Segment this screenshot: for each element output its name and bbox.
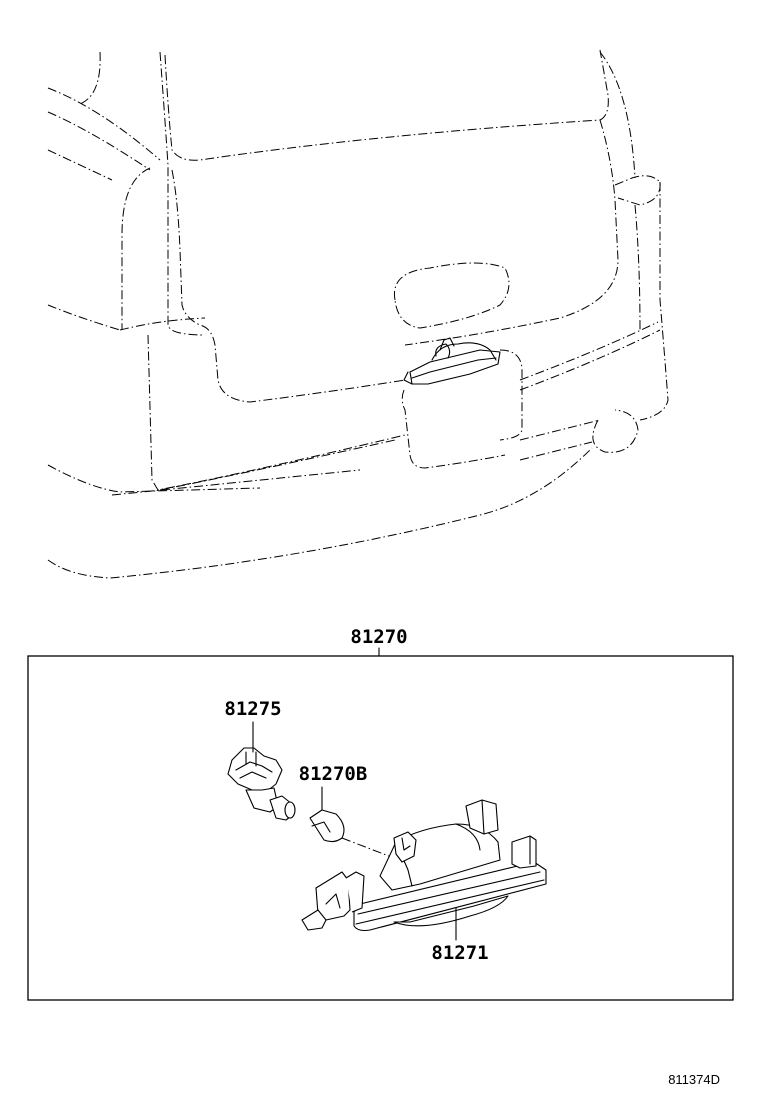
socket-part	[227, 721, 296, 821]
bulb-part	[309, 786, 345, 843]
bulb-label: 81270B	[299, 763, 368, 785]
install-path	[341, 837, 395, 859]
assembly-callout: 81270	[27, 626, 734, 1001]
socket-label: 81275	[224, 698, 281, 720]
assembly-frame	[27, 655, 734, 1001]
installed-lamp-location	[403, 337, 501, 385]
lens-label: 81271	[431, 942, 488, 964]
assembly-label: 81270	[350, 626, 407, 648]
lens-housing-part	[301, 799, 547, 941]
diagram-reference-code: 811374D	[668, 1072, 720, 1087]
vehicle-rear-outline	[47, 49, 669, 579]
